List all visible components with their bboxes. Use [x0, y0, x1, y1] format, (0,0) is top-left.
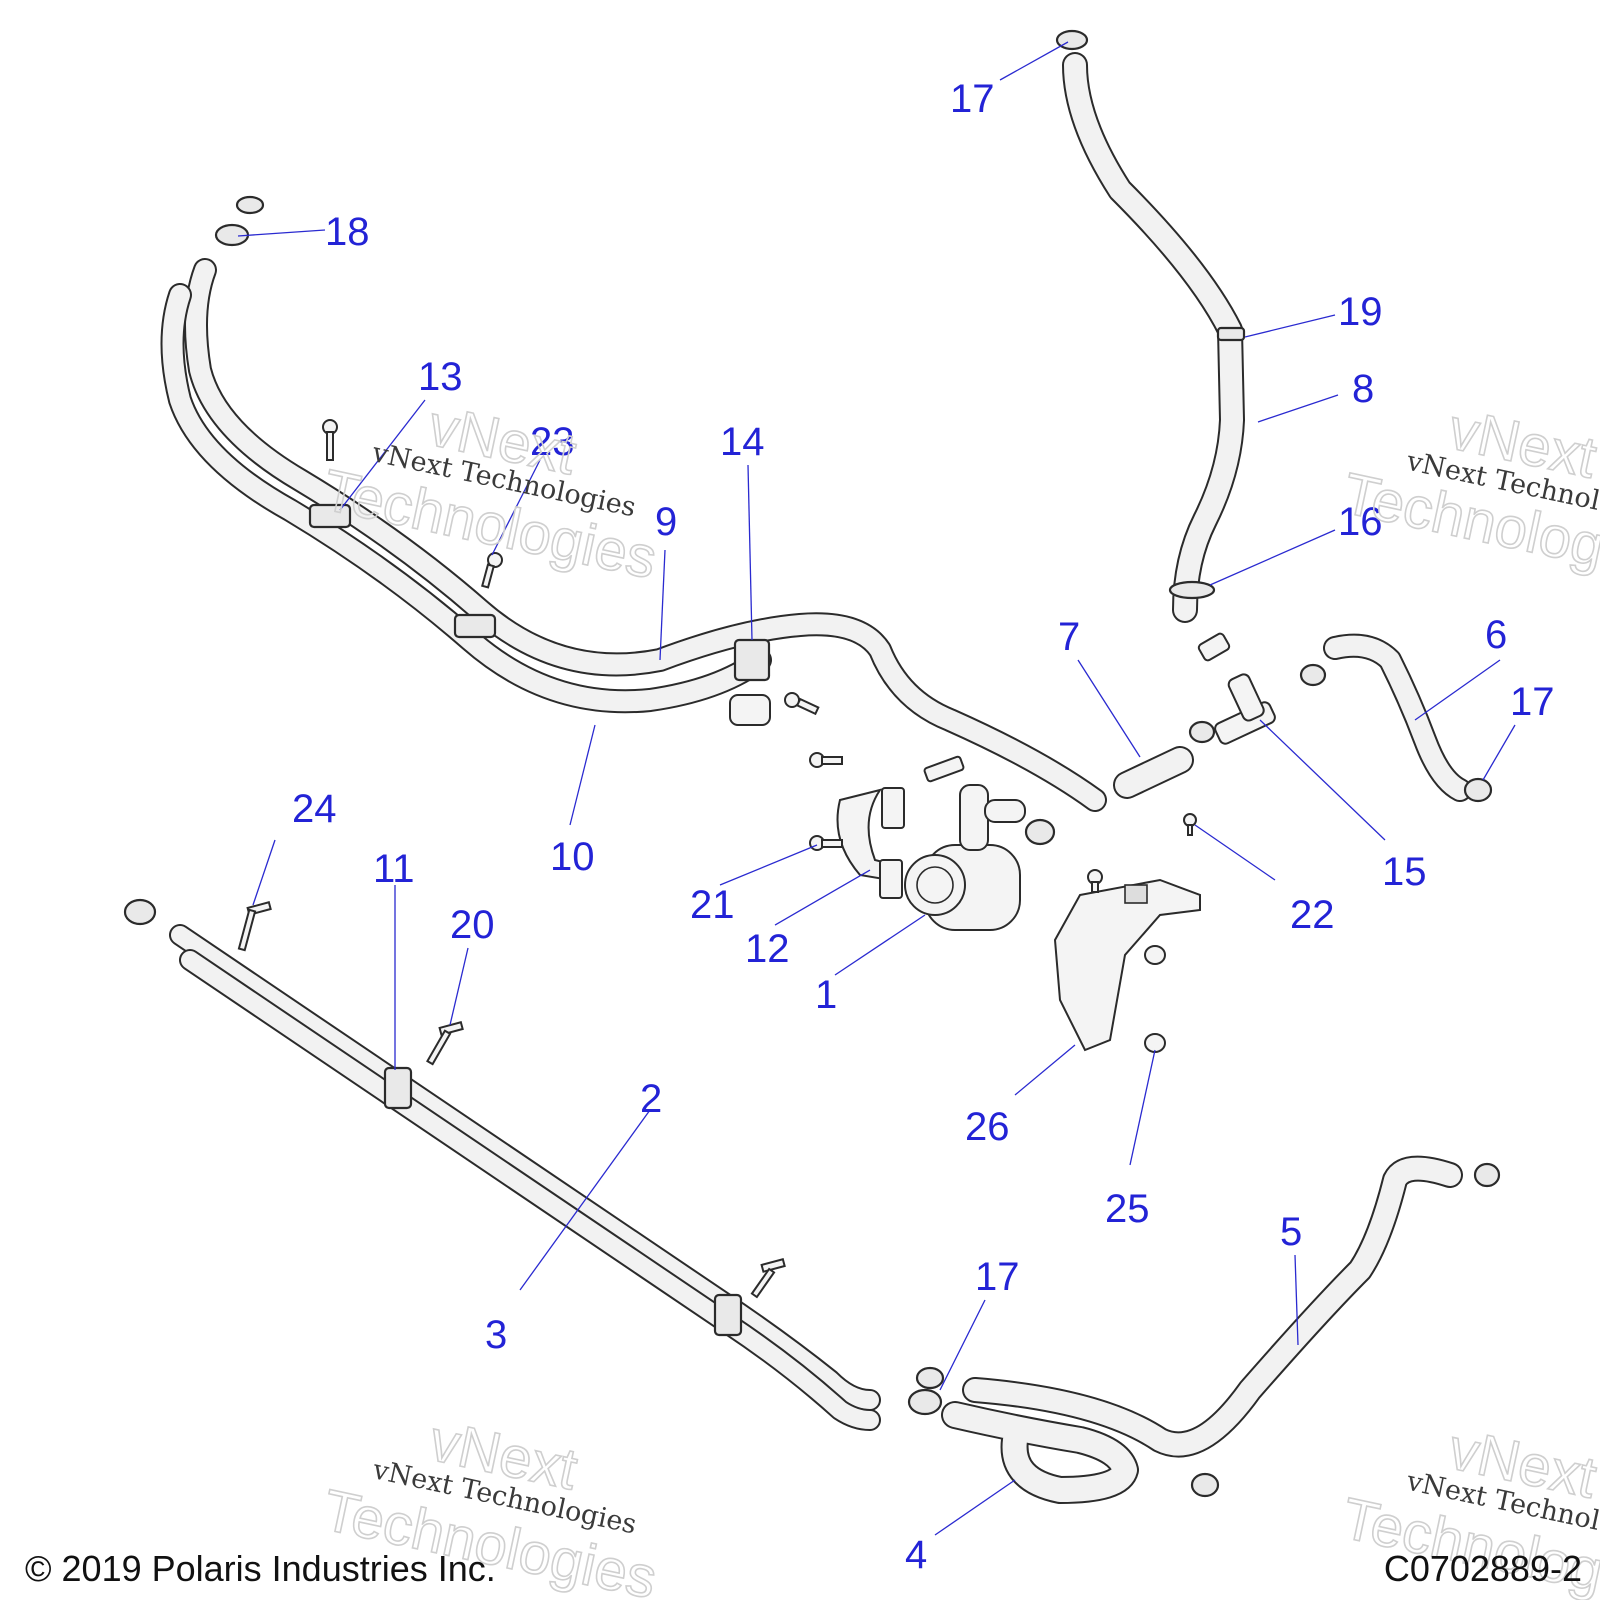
bolt-21a[interactable] — [809, 752, 843, 768]
clamp-13[interactable] — [308, 503, 352, 529]
hose-9[interactable] — [184, 258, 1107, 812]
callout-14[interactable]: 14 — [720, 420, 765, 464]
hose-5[interactable] — [962, 1155, 1463, 1458]
callout-13[interactable]: 13 — [418, 355, 463, 399]
callout-23[interactable]: 23 — [530, 420, 575, 464]
tee-fitting-15[interactable] — [1213, 672, 1277, 745]
component-group — [729, 632, 1277, 1053]
callout-3[interactable]: 3 — [485, 1313, 507, 1357]
callout-17-bottom[interactable]: 17 — [975, 1255, 1020, 1299]
clamp-19[interactable] — [1216, 326, 1246, 342]
callout-16[interactable]: 16 — [1338, 500, 1383, 544]
callout-6[interactable]: 6 — [1485, 613, 1507, 657]
clamp-14[interactable] — [733, 638, 771, 682]
callout-18[interactable]: 18 — [325, 210, 370, 254]
hose-3[interactable] — [179, 949, 881, 1431]
screw-26[interactable] — [1087, 869, 1103, 893]
callout-10[interactable]: 10 — [550, 835, 595, 879]
callout-7[interactable]: 7 — [1058, 615, 1080, 659]
rubber-clip[interactable] — [923, 755, 965, 783]
bolt-lower[interactable] — [750, 1258, 786, 1299]
callout-15[interactable]: 15 — [1382, 850, 1427, 894]
clamp-pump[interactable] — [1024, 818, 1056, 846]
callout-20[interactable]: 20 — [450, 903, 495, 947]
callout-labels: 1 2 3 4 5 6 7 8 9 10 11 12 13 14 15 16 1… — [292, 77, 1555, 1577]
fastener-group — [237, 419, 1197, 1299]
hose-4[interactable] — [941, 1401, 1139, 1504]
clamp-17-bottom-b[interactable] — [915, 1366, 945, 1390]
clamp-4-end[interactable] — [1190, 1472, 1220, 1498]
clamp-6-end[interactable] — [1299, 663, 1327, 687]
mount-bracket-26[interactable] — [1053, 878, 1201, 1052]
callout-1[interactable]: 1 — [815, 973, 837, 1017]
bolt-24[interactable] — [237, 901, 272, 952]
callout-8[interactable]: 8 — [1352, 367, 1374, 411]
screw-23[interactable] — [481, 552, 503, 589]
callout-12[interactable]: 12 — [745, 927, 790, 971]
hose-group — [160, 52, 1472, 1504]
screw-22[interactable] — [1183, 813, 1197, 836]
clamp-17-bottom[interactable] — [907, 1388, 943, 1416]
callout-4[interactable]: 4 — [905, 1533, 927, 1577]
callout-25[interactable]: 25 — [1105, 1187, 1150, 1231]
fitting-16[interactable] — [1197, 632, 1231, 662]
hose-7[interactable] — [1113, 746, 1194, 799]
bolt-20[interactable] — [426, 1021, 464, 1066]
callout-11[interactable]: 11 — [373, 847, 415, 891]
bolt-21[interactable] — [809, 835, 843, 851]
callout-19[interactable]: 19 — [1338, 290, 1383, 334]
callout-17-right[interactable]: 17 — [1510, 680, 1555, 724]
hose-2[interactable] — [169, 924, 881, 1411]
callout-21[interactable]: 21 — [690, 883, 735, 927]
hose-8[interactable] — [1062, 52, 1245, 623]
callout-24[interactable]: 24 — [292, 787, 337, 831]
callout-26[interactable]: 26 — [965, 1105, 1010, 1149]
hose-6[interactable] — [1323, 633, 1472, 802]
water-pump[interactable] — [904, 784, 1026, 931]
clamp-5-end[interactable] — [1473, 1162, 1501, 1188]
diagram-code: C0702889-2 — [1383, 1548, 1582, 1589]
bolt-upper[interactable] — [784, 692, 820, 716]
callout-5[interactable]: 5 — [1280, 1210, 1302, 1254]
callout-22[interactable]: 22 — [1290, 893, 1335, 937]
clamp-11[interactable] — [383, 1066, 413, 1110]
clamp-2-left[interactable] — [123, 898, 157, 926]
callout-9[interactable]: 9 — [655, 500, 677, 544]
clamp-15-left[interactable] — [1188, 720, 1216, 744]
clamp-17-right[interactable] — [1463, 777, 1493, 803]
leader-lines — [237, 41, 1516, 1536]
hose-10[interactable] — [160, 283, 772, 714]
callout-2[interactable]: 2 — [640, 1077, 662, 1121]
screw-23a[interactable] — [322, 419, 338, 461]
clamp-3-right[interactable] — [713, 1293, 743, 1337]
clamp-mid-9[interactable] — [453, 613, 497, 639]
clamp-18b[interactable] — [235, 195, 265, 215]
clamp-16[interactable] — [1168, 580, 1216, 600]
grommet-25-a[interactable] — [1144, 945, 1166, 965]
grommet-25[interactable] — [1144, 1033, 1166, 1053]
pump-bracket-12[interactable] — [836, 787, 905, 899]
callout-17-top[interactable]: 17 — [950, 77, 995, 121]
copyright-text: © 2019 Polaris Industries Inc. — [25, 1548, 496, 1589]
clip-10[interactable] — [729, 694, 771, 726]
